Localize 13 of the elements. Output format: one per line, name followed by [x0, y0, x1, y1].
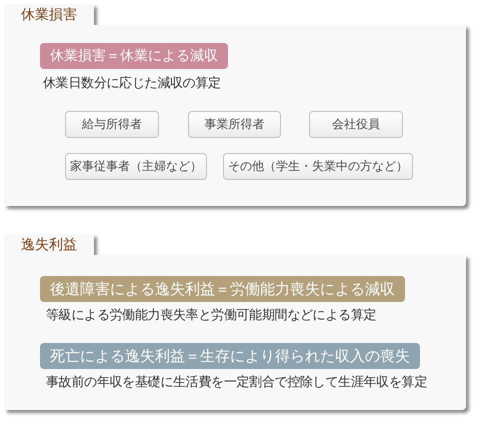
description-text: 休業日数分に応じた減収の算定 [43, 76, 221, 92]
description-text: 等級による労働能力喪失率と労働可能期間などによる算定 [46, 308, 376, 324]
category-box: 会社役員 [309, 111, 403, 138]
formula-banner: 死亡による逸失利益＝生存により得られた収入の喪失 [40, 343, 420, 369]
formula-banner: 後遺障害による逸失利益＝労働能力喪失による減収 [40, 276, 405, 302]
description-text: 事故前の年収を基礎に生活費を一定割合で控除して生涯年収を算定 [46, 375, 428, 391]
section-tab: 逸失利益 [4, 235, 94, 255]
category-box: その他（学生・失業中の方など） [223, 153, 413, 180]
category-box: 家事従事者（主婦など） [65, 153, 207, 180]
category-box: 給与所得者 [65, 111, 159, 138]
formula-banner: 休業損害＝休業による減収 [40, 43, 228, 69]
section-tab: 休業損害 [4, 5, 94, 25]
category-box: 事業所得者 [188, 111, 281, 138]
